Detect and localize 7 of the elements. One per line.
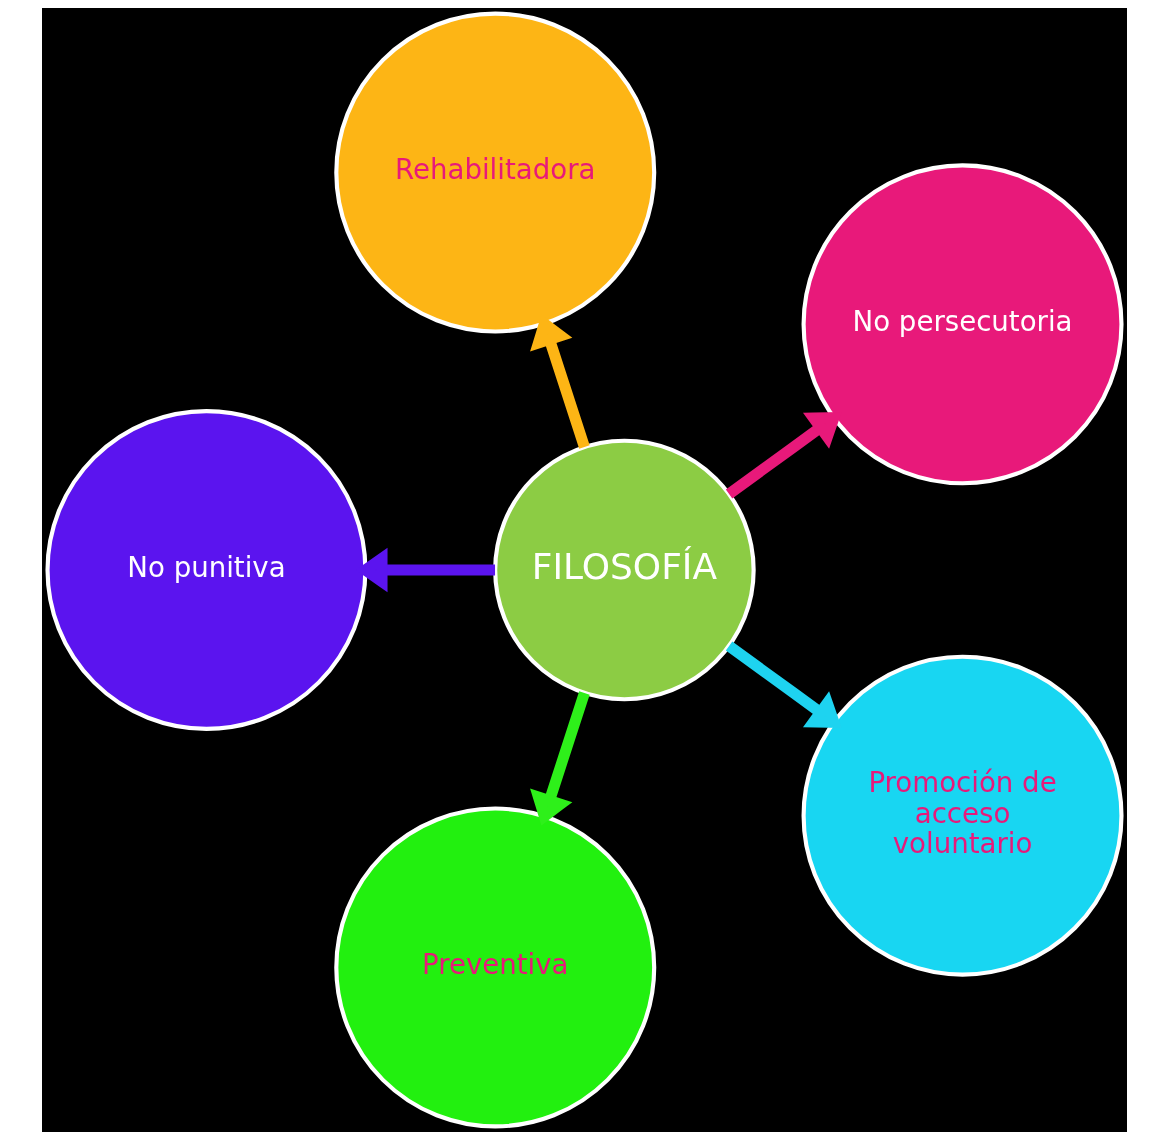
- arrow: [725, 412, 842, 499]
- arrow: [530, 691, 590, 826]
- node-circle: No punitiva: [45, 409, 368, 731]
- arrow: [725, 641, 842, 728]
- node-circle: FILOSOFÍA: [493, 438, 756, 702]
- node-circle: Preventiva: [334, 806, 657, 1129]
- node-circle: Rehabilitadora: [334, 11, 657, 334]
